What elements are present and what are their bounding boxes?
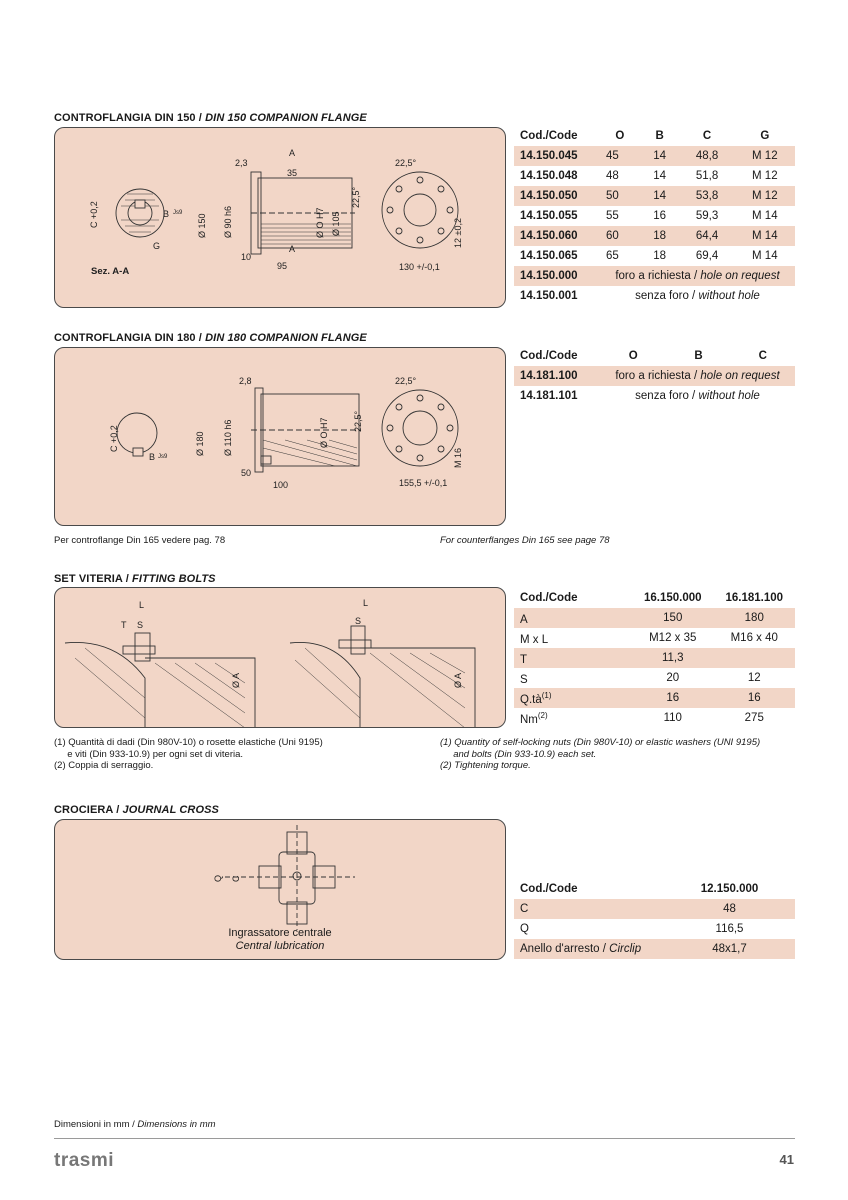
col-header-c: C — [758, 350, 767, 362]
svg-text:Ø 150: Ø 150 — [197, 213, 207, 238]
col-header-12150000: 12.150.000 — [700, 883, 759, 895]
svg-text:Sez. A-A: Sez. A-A — [91, 266, 129, 277]
col-header-o: O — [628, 350, 638, 362]
table-row: 14.150.000 foro a richiesta / hole on re… — [514, 266, 795, 286]
svg-text:L: L — [139, 600, 144, 610]
svg-text:100: 100 — [273, 480, 288, 490]
col-header-16181100: 16.181.100 — [725, 592, 784, 604]
col-header-16150000: 16.150.000 — [643, 592, 702, 604]
table-row: 14.181.101 senza foro / without hole — [520, 390, 760, 402]
col-header-o: O — [615, 130, 625, 142]
svg-text:G: G — [153, 241, 160, 251]
cross-caption: Ingrassatore centrale Central lubricatio… — [228, 927, 332, 952]
svg-text:Ø 110 h6: Ø 110 h6 — [223, 420, 233, 456]
svg-text:Ø 90 h6: Ø 90 h6 — [223, 206, 233, 238]
svg-text:2,8: 2,8 — [239, 376, 252, 386]
svg-text:12 ±0,2: 12 ±0,2 — [453, 218, 463, 248]
svg-text:10: 10 — [241, 252, 251, 262]
drawing-panel-din150: C +0,2 B Js9 G Sez. A-A 2,3 35 A A Ø 150… — [54, 127, 506, 308]
table-journal-cross: Cod./Code 12.150.000 C 48 Q 116,5 Anello… — [514, 879, 795, 959]
drawing-panel-din180: C +0,2 B Js9 2,8 Ø 180 Ø 110 h6 Ø O H7 5… — [54, 347, 506, 526]
section-title-bolts: SET VITERIA / FITTING BOLTS — [54, 573, 216, 585]
col-header-code: Cod./Code — [520, 592, 578, 604]
notes-bolts-it: (1) Quantità di dadi (Din 980V-10) o ros… — [54, 737, 323, 771]
svg-text:22,5°: 22,5° — [395, 158, 417, 168]
svg-text:L: L — [363, 598, 368, 608]
journal-cross-drawing: Q C — [213, 825, 355, 930]
svg-text:22,5°: 22,5° — [353, 410, 363, 432]
svg-text:A: A — [289, 244, 295, 254]
svg-text:Js9: Js9 — [158, 454, 168, 460]
table-row: T 11,3 — [514, 648, 795, 668]
page-number: 41 — [779, 1152, 794, 1167]
table-row: Q 116,5 — [520, 923, 744, 935]
col-header-b: B — [655, 130, 664, 142]
fitting-bolts-drawing: T S L Ø A S L Ø A — [64, 598, 476, 727]
svg-text:155,5 +/-0,1: 155,5 +/-0,1 — [399, 478, 447, 488]
svg-text:22,5°: 22,5° — [351, 186, 361, 208]
section-title-din180: CONTROFLANGIA DIN 180 / DIN 180 COMPANIO… — [54, 332, 367, 344]
drawing-panel-cross: Q C Ingrassatore centrale Central lubric… — [54, 819, 506, 960]
notes-bolts-en: (1) Quantity of self-locking nuts (Din 9… — [440, 737, 761, 771]
table-row: Anello d'arresto / Circlip 48x1,7 — [514, 939, 795, 959]
svg-text:B: B — [149, 452, 155, 462]
note-din165-en: For counterflanges Din 165 see page 78 — [440, 535, 610, 546]
table-din180: Cod./Code O B C 14.181.100 foro a richie… — [514, 346, 795, 406]
col-header-g: G — [760, 130, 770, 142]
col-header-code: Cod./Code — [520, 350, 578, 362]
svg-text:2,3: 2,3 — [235, 158, 248, 168]
svg-text:22,5°: 22,5° — [395, 376, 417, 386]
col-header-code: Cod./Code — [520, 883, 578, 895]
table-row: C 48 — [514, 899, 795, 919]
companion-flange-180-drawing: C +0,2 B Js9 2,8 Ø 180 Ø 110 h6 Ø O H7 5… — [109, 376, 463, 490]
svg-text:35: 35 — [287, 168, 297, 178]
companion-flange-150-drawing: C +0,2 B Js9 G Sez. A-A 2,3 35 A A Ø 150… — [89, 148, 463, 277]
svg-text:M 16: M 16 — [453, 448, 463, 468]
svg-text:S: S — [137, 620, 143, 630]
trasmi-logo: trasmi — [54, 1150, 115, 1171]
drawing-panel-bolts: T S L Ø A S L Ø A — [54, 587, 506, 728]
svg-text:130 +/-0,1: 130 +/-0,1 — [399, 262, 440, 272]
svg-text:S: S — [355, 616, 361, 626]
svg-text:50: 50 — [241, 468, 251, 478]
svg-text:Q: Q — [213, 875, 223, 882]
svg-text:A: A — [289, 148, 295, 158]
section-title-cross: CROCIERA / JOURNAL CROSS — [54, 804, 219, 816]
footer-rule — [54, 1138, 795, 1139]
svg-text:95: 95 — [277, 261, 287, 271]
svg-text:Ø O H7: Ø O H7 — [315, 207, 325, 238]
col-header-code: Cod./Code — [520, 130, 578, 142]
svg-text:C +0,2: C +0,2 — [109, 425, 119, 452]
svg-text:T: T — [121, 620, 127, 630]
svg-text:C: C — [231, 875, 241, 882]
dimensions-note: Dimensioni in mm / Dimensions in mm — [54, 1119, 216, 1130]
svg-text:Ø A: Ø A — [231, 673, 241, 688]
svg-text:B: B — [163, 209, 169, 219]
svg-text:Js9: Js9 — [173, 210, 183, 216]
svg-text:Ø A: Ø A — [453, 673, 463, 688]
col-header-c: C — [702, 130, 712, 142]
svg-text:Ø O H7: Ø O H7 — [319, 417, 329, 448]
svg-text:C +0,2: C +0,2 — [89, 201, 99, 228]
section-title-din150: CONTROFLANGIA DIN 150 / DIN 150 COMPANIO… — [54, 112, 367, 124]
svg-text:Ø 105: Ø 105 — [331, 211, 341, 236]
table-row: 14.150.001 senza foro / without hole — [520, 290, 760, 302]
table-row: 14.181.100 foro a richiesta / hole on re… — [514, 366, 795, 386]
note-din165-it: Per controflange Din 165 vedere pag. 78 — [54, 535, 226, 546]
svg-text:Ø 180: Ø 180 — [195, 431, 205, 456]
col-header-b: B — [694, 350, 703, 362]
